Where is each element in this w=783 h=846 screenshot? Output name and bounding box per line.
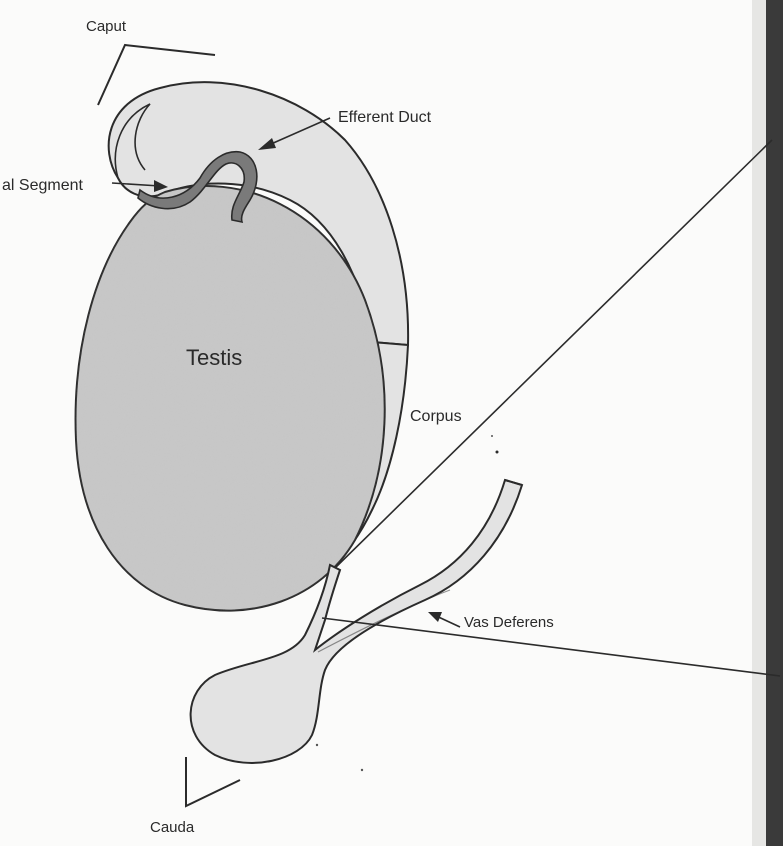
scan-speck bbox=[361, 769, 363, 771]
scan-speck bbox=[496, 451, 499, 454]
cauda-bracket bbox=[186, 757, 240, 806]
scan-speck bbox=[491, 435, 493, 437]
scan-speck bbox=[316, 744, 318, 746]
page-edge-fade bbox=[752, 0, 766, 846]
corpus-label: Corpus bbox=[410, 408, 462, 425]
initial-segment-label: al Segment bbox=[2, 177, 83, 194]
cauda-label: Cauda bbox=[150, 819, 195, 836]
testis-label: Testis bbox=[186, 345, 242, 370]
caput-label: Caput bbox=[86, 18, 127, 35]
vas-deferens-arrow bbox=[428, 612, 460, 627]
testis-texture bbox=[76, 186, 385, 610]
page-edge-shadow bbox=[766, 0, 783, 846]
vas-deferens-label: Vas Deferens bbox=[464, 614, 554, 631]
efferent-duct-label: Efferent Duct bbox=[338, 109, 432, 126]
